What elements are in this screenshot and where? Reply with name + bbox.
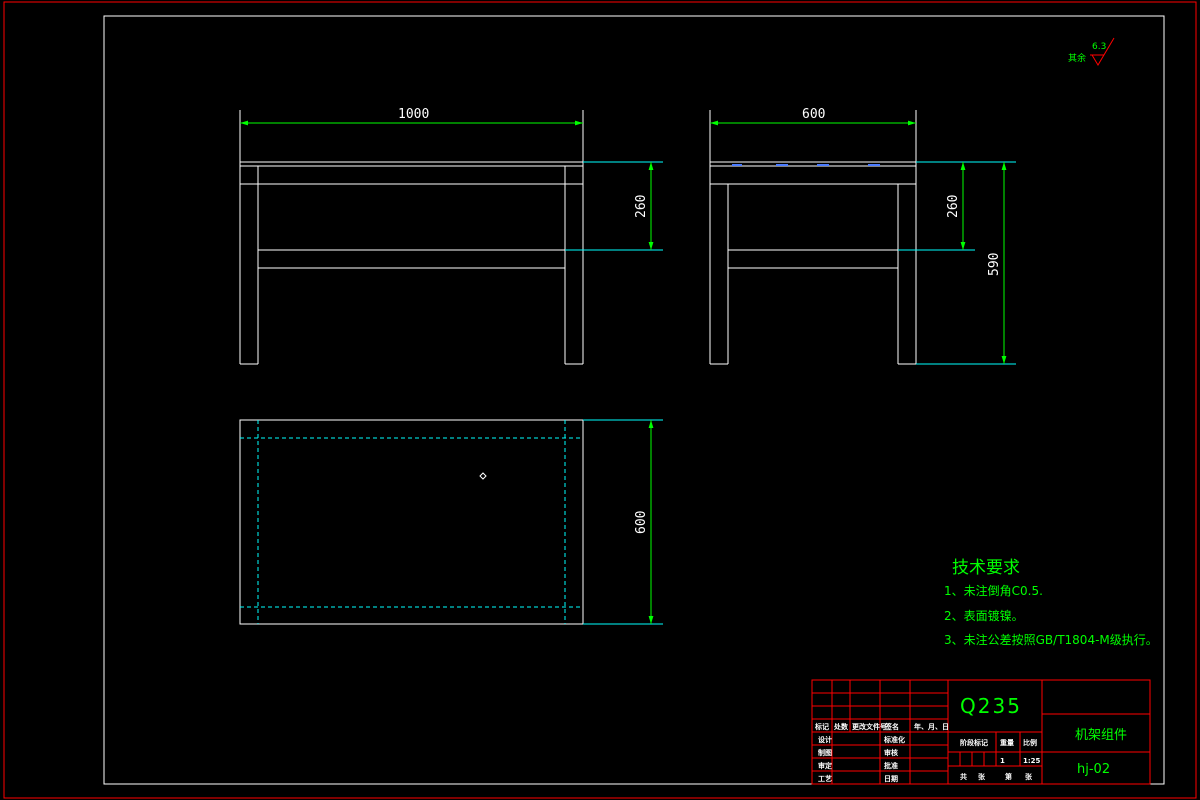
side-total-label: 590 [987,253,1002,276]
title-block: 标记 处数 更改文件号 签名 年、月、日 设计 标准化 制图 审核 审定 批准 … [811,679,1151,785]
tb-drawing-number: hj-02 [1077,762,1110,777]
tb-ratio-label: 比例 [1023,738,1037,747]
top-depth-label: 600 [634,511,649,534]
tb-sheets-label: 张 [978,772,986,781]
tb-count-label: 处数 [833,722,849,731]
side-shelf-dim: 260 [898,161,1016,251]
tb-draw-label: 制图 [818,748,832,757]
tb-date-label: 年、月、日 [914,722,949,731]
side-width-dim: 600 [709,107,917,162]
tech-req-item-1: 1、未注倒角C0.5. [944,583,1043,598]
tb-sheet-no: 第 [1005,772,1012,781]
tb-scale-value: 1:25 [1023,757,1041,765]
tb-change-label: 更改文件号 [852,722,887,731]
tb-review-label: 审核 [884,748,898,757]
tb-weight-value: 1 [1000,757,1005,765]
side-view [709,161,917,365]
tb-date2-label: 日期 [884,774,898,783]
tb-check-label: 审定 [818,761,832,770]
tb-signature-label: 签名 [884,722,899,731]
tb-stage-label: 阶段标记 [960,738,988,747]
surface-finish-value: 6.3 [1092,42,1106,52]
tb-material: Q235 [960,694,1022,718]
tb-sheets-total: 共 [960,772,967,781]
technical-requirements: 技术要求 1、未注倒角C0.5. 2、表面镀镍。 3、未注公差按照GB/T180… [944,558,1158,647]
tb-process-label: 工艺 [818,774,832,783]
surface-finish-symbol: 6.3 其余 [1068,37,1115,66]
tb-part-name: 机架组件 [1075,728,1127,743]
tb-mark-label: 标记 [814,722,829,731]
top-view [239,419,584,625]
tb-design-label: 设计 [818,735,832,744]
side-shelf-label: 260 [946,195,961,218]
front-shelf-dim: 260 [565,161,663,251]
side-total-dim: 590 [916,162,1016,365]
front-view [239,161,584,365]
top-depth-dim: 600 [583,419,663,625]
front-shelf-label: 260 [634,195,649,218]
tech-req-item-2: 2、表面镀镍。 [944,609,1024,623]
tb-standardize-label: 标准化 [883,735,905,744]
surface-finish-label: 其余 [1068,52,1086,64]
front-width-dim: 1000 [239,107,584,162]
tb-weight-label: 重量 [1000,738,1014,747]
outer-border [3,1,1197,799]
center-mark-icon [479,472,487,480]
inner-border [103,15,1165,785]
tb-sheet-label: 张 [1025,772,1033,781]
tech-req-item-3: 3、未注公差按照GB/T1804-M级执行。 [944,632,1158,647]
front-width-label: 1000 [398,107,429,122]
side-width-label: 600 [802,107,825,122]
tb-approve-label: 批准 [884,761,898,770]
tech-req-title: 技术要求 [952,558,1020,578]
